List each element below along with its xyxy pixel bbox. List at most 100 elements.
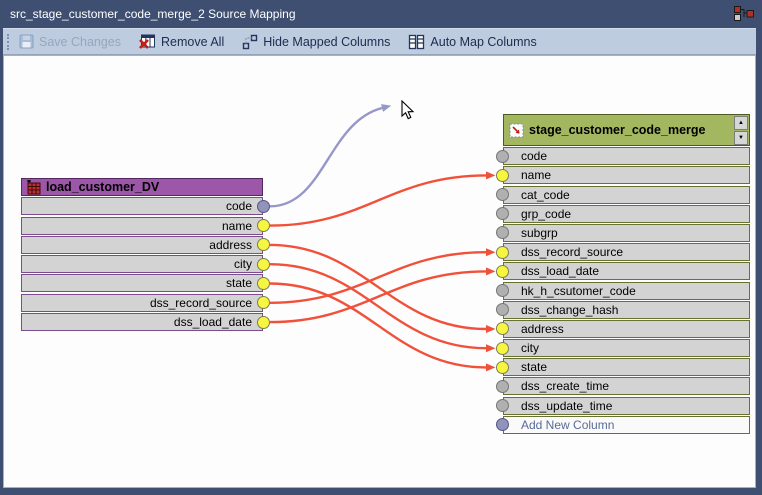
column-name: state (521, 360, 548, 375)
column-port-mapped[interactable] (257, 238, 270, 252)
column-row-hk_h_csutomer_code[interactable]: hk_h_csutomer_code (496, 281, 750, 300)
toolbar: Save Changes Remove All Hide Mapped Colu… (3, 28, 756, 55)
column-row-grp_code[interactable]: grp_code (496, 204, 750, 223)
column-name: subgrp (521, 225, 558, 240)
column-name: dss_update_time (521, 398, 613, 413)
column-port-mapped[interactable] (496, 264, 509, 278)
add-new-column-row[interactable]: Add New Column (496, 415, 750, 434)
column-row-name[interactable]: name (21, 216, 270, 235)
column-name: city (234, 257, 252, 272)
column-name: grp_code (521, 206, 572, 221)
column-port-mapped[interactable] (496, 168, 509, 182)
mapping-canvas[interactable]: load_customer_DV code name address city stat… (3, 55, 756, 488)
column-port-unmapped[interactable] (496, 207, 509, 221)
column-port-unmapped[interactable] (496, 379, 509, 393)
column-name: Add New Column (521, 417, 615, 432)
column-row-address[interactable]: address (496, 319, 750, 338)
table-remove-icon (139, 34, 156, 49)
column-port-mapped[interactable] (257, 276, 270, 290)
column-port-dragging[interactable] (257, 199, 270, 213)
column-name: dss_record_source (521, 245, 624, 260)
column-row-dss_change_hash[interactable]: dss_change_hash (496, 300, 750, 319)
column-row-dss_update_time[interactable]: dss_update_time (496, 396, 750, 415)
stage-table-icon (509, 123, 524, 137)
column-port-unmapped[interactable] (496, 284, 509, 297)
column-row-dss_load_date[interactable]: dss_load_date (21, 313, 270, 332)
remove-all-label: Remove All (161, 34, 225, 49)
column-port-unmapped[interactable] (496, 399, 509, 413)
column-name: name (221, 218, 252, 233)
column-row-city[interactable]: city (496, 339, 750, 358)
column-port-unmapped[interactable] (496, 188, 509, 202)
column-port-mapped[interactable] (496, 245, 509, 259)
column-row-code[interactable]: code (21, 197, 270, 216)
toolbar-grip[interactable] (7, 33, 9, 50)
source-table-header[interactable]: load_customer_DV (21, 178, 263, 196)
save-changes-label: Save Changes (39, 34, 122, 49)
column-name: dss_load_date (521, 264, 600, 279)
load-table-icon (27, 179, 41, 194)
column-row-dss_record_source[interactable]: dss_record_source (21, 293, 270, 312)
auto-map-columns-label: Auto Map Columns (430, 34, 537, 49)
hide-mapped-columns-label: Hide Mapped Columns (263, 34, 391, 49)
column-name: cat_code (521, 187, 570, 202)
mouse-cursor (401, 100, 415, 120)
mapping-line-address[interactable] (269, 243, 496, 333)
column-name: address (521, 321, 564, 336)
column-port-add[interactable] (496, 418, 509, 432)
mapping-line-state[interactable] (269, 282, 496, 372)
scroll-up-button[interactable]: ▲ (734, 116, 748, 130)
column-port-mapped[interactable] (496, 341, 509, 355)
auto-map-columns-button[interactable]: Auto Map Columns (404, 34, 540, 50)
mapping-line-city[interactable] (269, 263, 496, 353)
column-name: name (521, 168, 552, 183)
column-row-subgrp[interactable]: subgrp (496, 223, 750, 242)
column-port-unmapped[interactable] (496, 149, 509, 163)
column-row-address[interactable]: address (21, 235, 270, 254)
column-port-mapped[interactable] (496, 360, 509, 374)
title-bar: src_stage_customer_code_merge_2 Source M… (0, 0, 762, 28)
column-row-state[interactable]: state (496, 358, 750, 377)
column-name: dss_create_time (521, 379, 610, 394)
column-row-dss_create_time[interactable]: dss_create_time (496, 377, 750, 396)
hide-mapped-columns-button[interactable]: Hide Mapped Columns (238, 34, 394, 50)
window-title: src_stage_customer_code_merge_2 Source M… (10, 7, 296, 21)
source-table-panel[interactable]: load_customer_DV code name address city stat… (21, 178, 270, 332)
column-port-mapped[interactable] (496, 322, 509, 336)
column-name: dss_load_date (173, 315, 252, 330)
column-row-city[interactable]: city (21, 255, 270, 274)
source-table-title: load_customer_DV (46, 180, 160, 194)
remove-all-button[interactable]: Remove All (135, 34, 228, 50)
floppy-icon (19, 34, 34, 49)
scroll-down-button[interactable]: ▼ (734, 131, 748, 145)
column-port-mapped[interactable] (257, 257, 270, 271)
column-name: dss_record_source (149, 295, 252, 310)
source-table-rows: code name address city state dss_record_sourc… (21, 197, 270, 332)
column-row-state[interactable]: state (21, 274, 270, 293)
column-port-unmapped[interactable] (496, 226, 509, 240)
drag-line-in-progress[interactable] (269, 104, 392, 208)
save-changes-button[interactable]: Save Changes (15, 34, 125, 49)
target-table-header[interactable]: stage_customer_code_merge ▲ ▼ (503, 114, 750, 146)
column-row-dss_record_source[interactable]: dss_record_source (496, 243, 750, 262)
column-name: dss_change_hash (521, 302, 619, 317)
column-port-mapped[interactable] (257, 315, 270, 329)
mapping-line-name[interactable] (269, 171, 496, 227)
linked-nodes-icon (243, 34, 258, 49)
column-row-code[interactable]: code (496, 147, 750, 166)
mapping-line-dss_record_source[interactable] (269, 248, 496, 304)
column-name: hk_h_csutomer_code (521, 283, 636, 298)
column-port-mapped[interactable] (257, 219, 270, 233)
column-name: code (225, 199, 252, 214)
column-row-name[interactable]: name (496, 166, 750, 185)
column-row-cat_code[interactable]: cat_code (496, 185, 750, 204)
column-name: code (521, 149, 548, 164)
mapping-line-dss_load_date[interactable] (269, 267, 496, 324)
column-port-unmapped[interactable] (496, 303, 509, 317)
column-row-dss_load_date[interactable]: dss_load_date (496, 262, 750, 281)
column-name: city (521, 341, 539, 356)
target-table-panel[interactable]: stage_customer_code_merge ▲ ▼ code name ca… (496, 114, 750, 434)
column-port-mapped[interactable] (257, 296, 270, 310)
